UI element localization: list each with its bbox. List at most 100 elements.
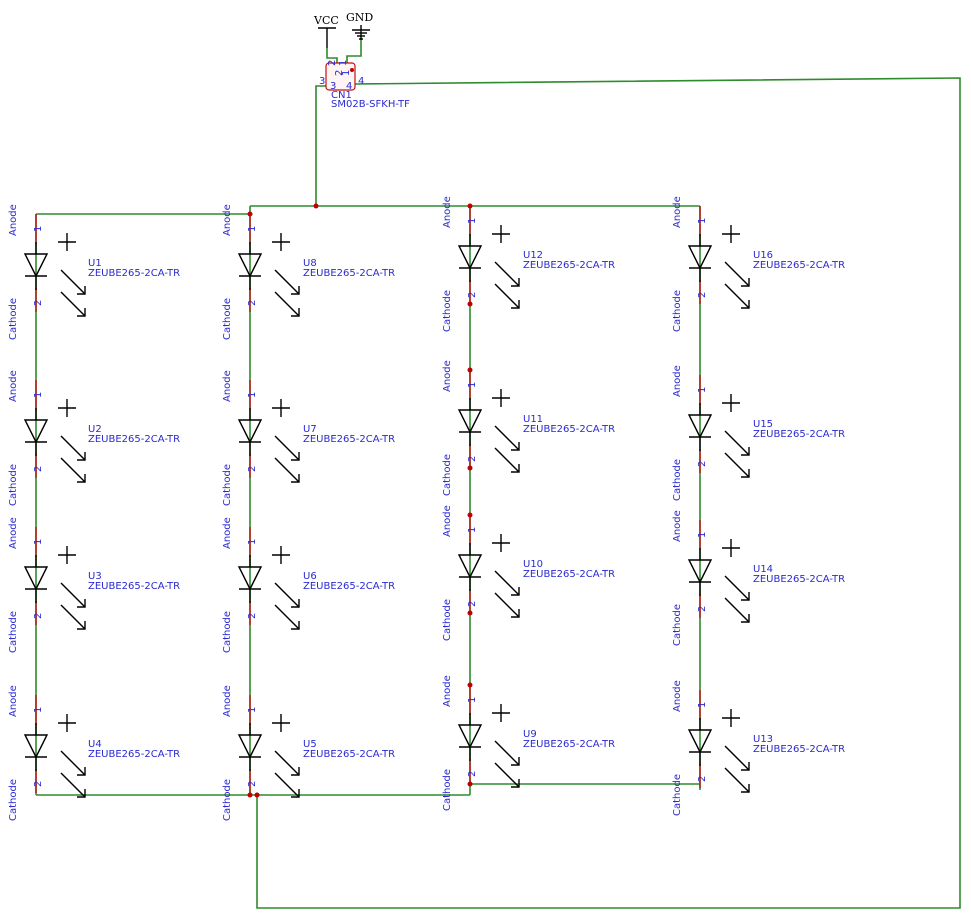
connector-body — [325, 62, 356, 91]
anode-label: Anode — [442, 675, 453, 707]
wire-1 — [346, 40, 362, 63]
anode-label: Anode — [442, 505, 453, 537]
cathode-label: Cathode — [222, 464, 233, 506]
cathode-label: Cathode — [672, 290, 683, 332]
junction-dot — [313, 203, 319, 209]
pin2-num: 2 — [33, 466, 44, 472]
cathode-label: Cathode — [222, 298, 233, 340]
pin1-num: 1 — [33, 392, 44, 398]
cn1-pin3-inner: 3 — [330, 81, 336, 92]
junction-dot — [467, 610, 473, 616]
cathode-label: Cathode — [222, 779, 233, 821]
led-value: ZEUBE265-2CA-TR — [753, 260, 845, 271]
pin1-num: 1 — [467, 218, 478, 224]
anode-label: Anode — [672, 680, 683, 712]
cathode-label: Cathode — [222, 611, 233, 653]
cathode-label: Cathode — [8, 298, 19, 340]
cathode-label: Cathode — [442, 769, 453, 811]
pin1-num: 1 — [697, 218, 708, 224]
cathode-label: Cathode — [442, 599, 453, 641]
junction-dot — [467, 465, 473, 471]
led-ref: U13 — [753, 734, 773, 745]
anode-label: Anode — [222, 685, 233, 717]
pin1-num: 1 — [33, 707, 44, 713]
junction-dot — [467, 781, 473, 787]
cathode-label: Cathode — [672, 604, 683, 646]
led-value: ZEUBE265-2CA-TR — [88, 268, 180, 279]
pin1-num: 1 — [33, 226, 44, 232]
junction-dot — [247, 211, 253, 217]
anode-label: Anode — [8, 370, 19, 402]
cn1-pin3-num: 3 — [319, 76, 325, 87]
led-value: ZEUBE265-2CA-TR — [523, 424, 615, 435]
cathode-label: Cathode — [8, 464, 19, 506]
pin2-num: 2 — [697, 776, 708, 782]
connector-cn1: 2 1 2 1 3 3 4 4 CN1 SM02B-SFKH-TF — [319, 60, 410, 110]
pin2-num: 2 — [467, 601, 478, 607]
led-ref: U10 — [523, 559, 543, 570]
cathode-label: Cathode — [442, 454, 453, 496]
led-value: ZEUBE265-2CA-TR — [88, 434, 180, 445]
anode-label: Anode — [222, 370, 233, 402]
pin1-num: 1 — [697, 702, 708, 708]
led-ref: U11 — [523, 414, 543, 425]
anode-label: Anode — [222, 517, 233, 549]
wires — [35, 40, 961, 909]
led-ref: U15 — [753, 419, 773, 430]
led-value: ZEUBE265-2CA-TR — [303, 268, 395, 279]
anode-label: Anode — [672, 196, 683, 228]
pin2-num: 2 — [467, 292, 478, 298]
pin2-num: 2 — [247, 781, 258, 787]
junction-dot — [467, 203, 473, 209]
led-ref: U6 — [303, 571, 317, 582]
cathode-label: Cathode — [8, 611, 19, 653]
pin1-num: 1 — [467, 527, 478, 533]
led-value: ZEUBE265-2CA-TR — [303, 581, 395, 592]
led-value: ZEUBE265-2CA-TR — [303, 749, 395, 760]
gnd-label: GND — [346, 11, 373, 24]
pin1-num: 1 — [247, 226, 258, 232]
wire-2 — [315, 85, 326, 206]
pin2-num: 2 — [697, 292, 708, 298]
pin2-num: 2 — [247, 613, 258, 619]
led-ref: U7 — [303, 424, 317, 435]
cn1-pin2-num: 2 — [327, 60, 338, 66]
pin1-num: 1 — [467, 697, 478, 703]
led-ref: U12 — [523, 250, 543, 261]
pin2-num: 2 — [247, 466, 258, 472]
cathode-label: Cathode — [8, 779, 19, 821]
cathode-label: Cathode — [442, 290, 453, 332]
led-ref: U3 — [88, 571, 102, 582]
pin1-num: 1 — [697, 387, 708, 393]
led-value: ZEUBE265-2CA-TR — [753, 744, 845, 755]
cathode-label: Cathode — [672, 459, 683, 501]
led-value: ZEUBE265-2CA-TR — [753, 429, 845, 440]
cn1-pin1-num: 1 — [338, 60, 349, 66]
wire-0 — [326, 48, 338, 63]
led-ref: U16 — [753, 250, 773, 261]
anode-label: Anode — [672, 510, 683, 542]
led-ref: U5 — [303, 739, 317, 750]
pin2-num: 2 — [247, 300, 258, 306]
pin2-num: 2 — [467, 456, 478, 462]
pin2-num: 2 — [697, 461, 708, 467]
led-ref: U14 — [753, 564, 773, 575]
junction-dot — [467, 367, 473, 373]
anode-label: Anode — [222, 204, 233, 236]
led-value: ZEUBE265-2CA-TR — [523, 260, 615, 271]
cn1-pin4-num: 4 — [358, 76, 364, 87]
cn1-value: SM02B-SFKH-TF — [331, 99, 410, 110]
gnd-symbol: GND — [346, 11, 373, 40]
junction-dot — [467, 512, 473, 518]
junctions — [247, 203, 473, 798]
